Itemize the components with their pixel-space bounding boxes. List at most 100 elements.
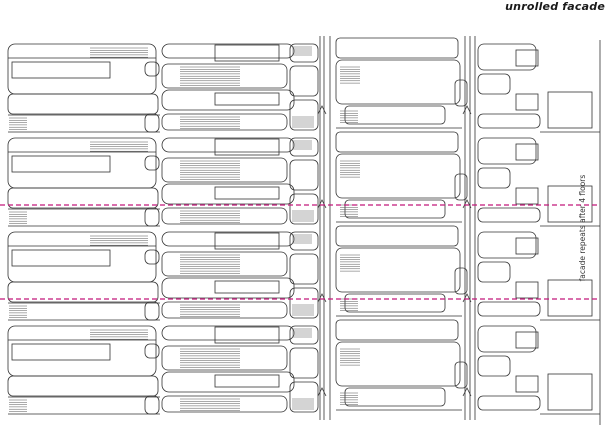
joint-mark	[462, 387, 472, 397]
bay	[289, 137, 319, 157]
corner-module	[144, 113, 160, 133]
slab-unit	[7, 43, 157, 95]
window	[515, 375, 539, 393]
tall-unit-top	[335, 37, 459, 59]
bay	[289, 347, 319, 379]
window	[515, 237, 539, 255]
bay	[547, 91, 593, 129]
module	[161, 301, 288, 319]
corner-module	[144, 301, 160, 321]
joint-mark	[317, 387, 327, 397]
window	[214, 92, 280, 106]
module	[161, 395, 288, 413]
tall-unit-top	[335, 319, 459, 341]
bay	[477, 73, 511, 95]
corner-module	[144, 395, 160, 415]
window	[214, 374, 280, 388]
tall-unit	[335, 341, 461, 387]
window	[11, 155, 111, 173]
bay	[477, 137, 537, 165]
bay	[289, 159, 319, 191]
tall-unit-top	[335, 225, 459, 247]
bay	[547, 185, 593, 223]
joint-mark	[462, 105, 472, 115]
bay	[289, 193, 319, 225]
tall-unit-lower	[344, 105, 446, 125]
bay	[289, 43, 319, 63]
repeat-markers	[0, 204, 600, 300]
bay	[289, 287, 319, 319]
tall-unit-top	[335, 131, 459, 153]
window	[515, 281, 539, 299]
facade-structure	[7, 36, 601, 425]
window	[11, 249, 111, 267]
window	[515, 49, 539, 67]
bay	[289, 231, 319, 251]
tall-unit-lower	[344, 293, 446, 313]
module	[161, 63, 288, 89]
joint-mark	[317, 105, 327, 115]
window	[515, 331, 539, 349]
bay	[289, 99, 319, 131]
balcony	[7, 375, 159, 397]
slab-unit	[7, 231, 157, 283]
bay	[477, 261, 511, 283]
window	[214, 280, 280, 294]
bay	[477, 167, 511, 189]
module	[161, 345, 288, 371]
window	[214, 326, 280, 344]
bay	[289, 253, 319, 285]
bay	[289, 65, 319, 97]
slab-unit	[7, 325, 157, 377]
balcony	[7, 281, 159, 303]
corner-module	[144, 61, 160, 77]
bay	[289, 381, 319, 413]
bay	[477, 43, 537, 71]
bay	[477, 325, 537, 353]
tall-unit	[335, 247, 461, 293]
drawing-title: unrolled facade	[505, 0, 605, 13]
tall-unit	[335, 153, 461, 199]
tall-unit-lower	[344, 199, 446, 219]
slab-unit	[7, 137, 157, 189]
module-top	[161, 231, 295, 247]
window	[214, 232, 280, 250]
bay	[289, 325, 319, 345]
balcony	[7, 93, 159, 115]
bay	[477, 301, 541, 317]
window	[214, 138, 280, 156]
window	[515, 187, 539, 205]
module	[161, 207, 288, 225]
module	[161, 251, 288, 277]
corner-module	[144, 343, 160, 359]
repeat-note: facade repeats after 4 floors	[578, 174, 587, 282]
corner-module	[454, 267, 468, 295]
corner-module	[454, 79, 468, 107]
bay	[477, 231, 537, 259]
window	[214, 44, 280, 62]
corner-module	[454, 173, 468, 201]
bay	[477, 395, 541, 411]
window	[11, 343, 111, 361]
bay	[477, 207, 541, 223]
balcony	[7, 187, 159, 209]
window	[515, 93, 539, 111]
module	[161, 113, 288, 131]
bay	[477, 113, 541, 129]
joint-mark	[317, 199, 327, 209]
bay	[547, 373, 593, 411]
corner-module	[454, 361, 468, 389]
tall-unit-lower	[344, 387, 446, 407]
module-top	[161, 43, 295, 59]
bay	[547, 279, 593, 317]
corner-module	[144, 155, 160, 171]
module-top	[161, 325, 295, 341]
module	[161, 157, 288, 183]
window	[214, 186, 280, 200]
joint-mark	[317, 293, 327, 303]
corner-module	[144, 207, 160, 227]
window	[515, 143, 539, 161]
tall-unit	[335, 59, 461, 105]
bay	[477, 355, 511, 377]
